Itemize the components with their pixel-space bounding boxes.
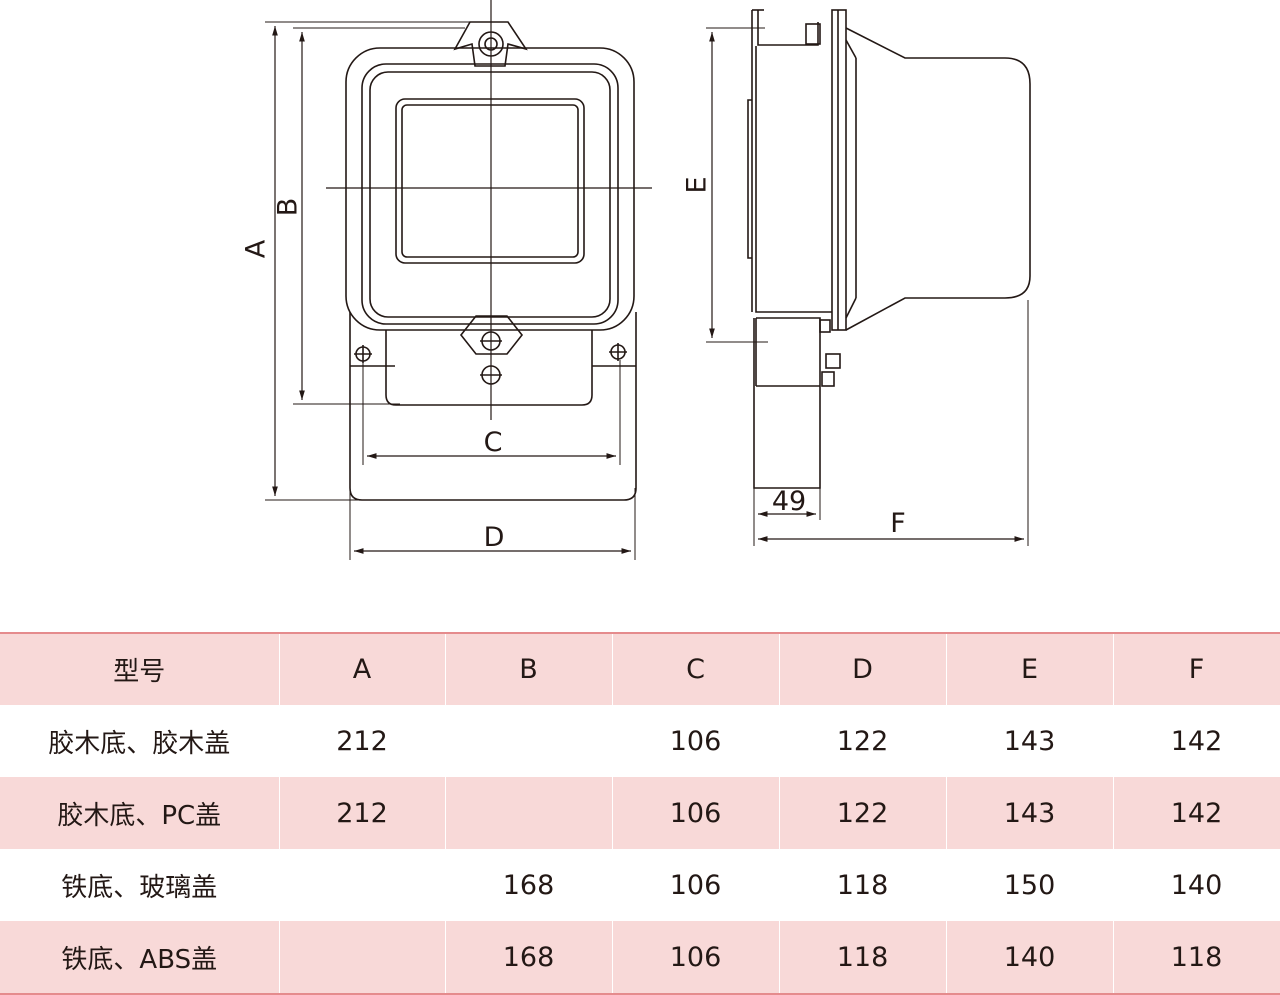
dim-label-d: D bbox=[484, 522, 505, 553]
cell-a: 212 bbox=[279, 777, 446, 849]
cell-c: 106 bbox=[612, 921, 780, 994]
cell-b bbox=[445, 705, 613, 777]
dim-label-f: F bbox=[890, 508, 906, 539]
cell-f: 142 bbox=[1113, 777, 1280, 849]
cell-f: 140 bbox=[1113, 849, 1280, 921]
cell-d: 122 bbox=[779, 705, 947, 777]
header-d: D bbox=[779, 633, 947, 705]
cell-d: 118 bbox=[779, 849, 947, 921]
cell-c: 106 bbox=[612, 777, 780, 849]
cell-f: 118 bbox=[1113, 921, 1280, 994]
dim-label-e: E bbox=[682, 176, 713, 193]
cell-b: 168 bbox=[445, 921, 613, 994]
dim-label-a: A bbox=[241, 239, 272, 258]
cell-e: 150 bbox=[946, 849, 1114, 921]
cell-c: 106 bbox=[612, 849, 780, 921]
table-row: 铁底、玻璃盖 168 106 118 150 140 bbox=[0, 849, 1280, 921]
cell-model: 铁底、ABS盖 bbox=[0, 921, 280, 994]
cell-model: 胶木底、PC盖 bbox=[0, 777, 280, 849]
cell-c: 106 bbox=[612, 705, 780, 777]
cell-model: 胶木底、胶木盖 bbox=[0, 705, 280, 777]
cell-e: 143 bbox=[946, 705, 1114, 777]
cell-model: 铁底、玻璃盖 bbox=[0, 849, 280, 921]
header-c: C bbox=[612, 633, 780, 705]
table-row: 铁底、ABS盖 168 106 118 140 118 bbox=[0, 921, 1280, 994]
cell-b bbox=[445, 777, 613, 849]
header-model: 型号 bbox=[0, 633, 280, 705]
header-e: E bbox=[946, 633, 1114, 705]
header-f: F bbox=[1113, 633, 1280, 705]
dimension-table: 型号 A B C D E F 胶木底、胶木盖 212 106 122 143 1… bbox=[0, 632, 1280, 995]
cell-a bbox=[279, 921, 446, 994]
table-row: 胶木底、胶木盖 212 106 122 143 142 bbox=[0, 705, 1280, 777]
cell-d: 122 bbox=[779, 777, 947, 849]
table-row: 胶木底、PC盖 212 106 122 143 142 bbox=[0, 777, 1280, 849]
cell-a: 212 bbox=[279, 705, 446, 777]
cell-f: 142 bbox=[1113, 705, 1280, 777]
meter-dimension-drawing: A B C D E 49 F bbox=[241, 0, 1031, 560]
cell-e: 143 bbox=[946, 777, 1114, 849]
front-view bbox=[265, 0, 652, 560]
cell-e: 140 bbox=[946, 921, 1114, 994]
side-view bbox=[706, 9, 1031, 546]
dim-label-fixed: 49 bbox=[772, 486, 806, 517]
cell-a bbox=[279, 849, 446, 921]
header-a: A bbox=[279, 633, 446, 705]
cell-b: 168 bbox=[445, 849, 613, 921]
table-header-row: 型号 A B C D E F bbox=[0, 633, 1280, 705]
header-b: B bbox=[445, 633, 613, 705]
cell-d: 118 bbox=[779, 921, 947, 994]
dim-label-b: B bbox=[273, 198, 304, 217]
dim-label-c: C bbox=[484, 427, 503, 458]
